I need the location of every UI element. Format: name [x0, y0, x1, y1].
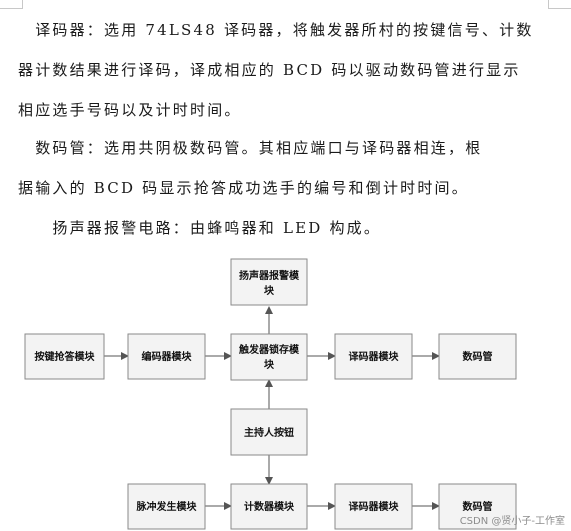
- paragraph-line: 扬声器报警电路：由蜂鸣器和 LED 构成。: [18, 219, 382, 237]
- box-decoder-2: 译码器模块: [334, 483, 413, 530]
- csdn-watermark: CSDN @贤小子-工作室: [459, 516, 565, 527]
- paragraph-decoder: 译码器：选用 74LS48 译码器，将触发器所村的按键信号、计数 器计数结果进行…: [18, 10, 534, 130]
- paragraph-speaker: 扬声器报警电路：由蜂鸣器和 LED 构成。: [18, 208, 528, 248]
- box-label: 译码器模块: [349, 350, 400, 363]
- box-label-line: 触发器锁存模: [238, 343, 300, 356]
- box-label: 数码管: [463, 350, 493, 363]
- paragraph-line: 数码管：选用共阴极数码管。其相应端口与译码器相连，根: [18, 139, 483, 157]
- box-key-answer: 按键抢答模块: [24, 333, 105, 380]
- box-label: 脉冲发生模块: [136, 500, 198, 513]
- box-pulse-generator: 脉冲发生模块: [127, 483, 206, 530]
- box-flipflop-latch: 触发器锁存模 块: [230, 333, 308, 381]
- page-corner-mark-left: [0, 0, 23, 9]
- box-counter: 计数器模块: [230, 483, 308, 530]
- box-encoder: 编码器模块: [127, 333, 206, 380]
- paragraph-line: 器计数结果进行译码，译成相应的 BCD 码以驱动数码管进行显示: [18, 61, 521, 79]
- box-label-line: 扬声器报警模: [239, 269, 300, 282]
- box-decoder: 译码器模块: [334, 333, 413, 380]
- box-display-2: 数码管: [438, 483, 517, 530]
- paragraph-line: 相应选手号码以及计时时间。: [18, 101, 242, 119]
- box-label-line: 块: [264, 284, 275, 297]
- page-corner-mark-right: [548, 0, 571, 9]
- box-label: 主持人按钮: [244, 426, 294, 439]
- connector-lines: [104, 306, 440, 510]
- box-label: 按键抢答模块: [35, 350, 96, 363]
- paragraph-line: 据输入的 BCD 码显示抢答成功选手的编号和倒计时时间。: [18, 179, 469, 197]
- box-host-button: 主持人按钮: [230, 408, 308, 456]
- box-display: 数码管: [438, 333, 517, 380]
- box-label: 数码管: [463, 500, 493, 513]
- box-label: 编码器模块: [142, 350, 193, 363]
- box-label: 译码器模块: [349, 500, 400, 513]
- paragraph-line: 译码器：选用 74LS48 译码器，将触发器所村的按键信号、计数: [18, 21, 534, 39]
- box-label-line: 块: [264, 358, 275, 371]
- box-label: 计数器模块: [244, 500, 295, 513]
- box-speaker-alarm: 扬声器报警模 块: [230, 258, 308, 306]
- paragraph-display: 数码管：选用共阴极数码管。其相应端口与译码器相连，根 据输入的 BCD 码显示抢…: [18, 128, 528, 208]
